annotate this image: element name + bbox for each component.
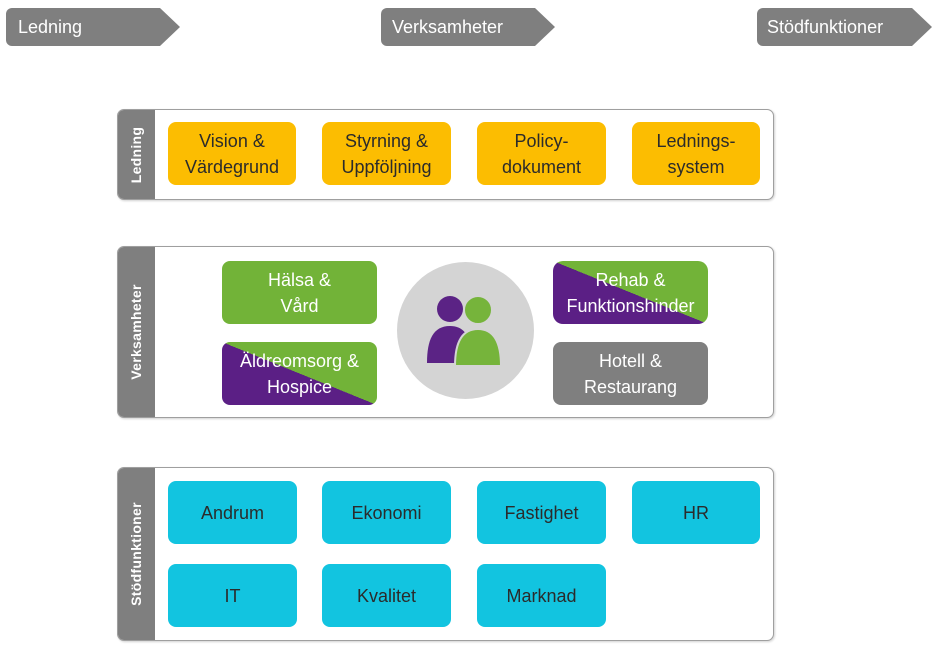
box-label: HR bbox=[683, 502, 709, 523]
box-policydokument[interactable]: Policy- dokument bbox=[477, 122, 606, 185]
nav-arrow-label: Stödfunktioner bbox=[767, 17, 884, 37]
box-hotell-restaurang[interactable]: Hotell & Restaurang bbox=[553, 342, 708, 405]
box-label: Ekonomi bbox=[351, 502, 422, 523]
nav-arrow-label: Ledning bbox=[18, 17, 83, 37]
box-label: Rehab & Funktionshinder bbox=[566, 269, 695, 316]
section-strip: Ledning bbox=[118, 110, 155, 199]
box-halsa-vard[interactable]: Hälsa & Vård bbox=[222, 261, 377, 324]
box-styrning-uppfoljning[interactable]: Styrning & Uppföljning bbox=[322, 122, 451, 185]
box-aldreomsorg-hospice[interactable]: Äldreomsorg & Hospice bbox=[222, 342, 377, 405]
box-label: Policy- dokument bbox=[501, 130, 582, 177]
nav-arrow-verksamheter[interactable]: Verksamheter bbox=[381, 8, 555, 46]
box-label: Lednings- system bbox=[656, 130, 736, 177]
box-label: Andrum bbox=[200, 502, 265, 523]
nav-arrow-stodfunktioner[interactable]: Stödfunktioner bbox=[757, 8, 932, 46]
box-label: Hotell & Restaurang bbox=[583, 350, 678, 397]
box-hr[interactable]: HR bbox=[632, 481, 760, 544]
box-label: Hälsa & Vård bbox=[267, 269, 332, 316]
box-ekonomi[interactable]: Ekonomi bbox=[322, 481, 451, 544]
section-strip: Stödfunktioner bbox=[118, 468, 155, 640]
section-label-verksamheter: Verksamheter bbox=[128, 284, 144, 380]
box-andrum[interactable]: Andrum bbox=[168, 481, 297, 544]
box-it[interactable]: IT bbox=[168, 564, 297, 627]
box-rehab-funktionshinder[interactable]: Rehab & Funktionshinder bbox=[553, 261, 708, 324]
box-kvalitet[interactable]: Kvalitet bbox=[322, 564, 451, 627]
box-ledningssystem[interactable]: Lednings- system bbox=[632, 122, 760, 185]
box-marknad[interactable]: Marknad bbox=[477, 564, 606, 627]
box-label: Fastighet bbox=[504, 502, 579, 523]
box-label: Styrning & Uppföljning bbox=[341, 130, 432, 177]
box-label: Marknad bbox=[506, 585, 577, 606]
box-label: Kvalitet bbox=[356, 585, 417, 606]
box-label: IT bbox=[224, 585, 241, 606]
box-vision-vardegrund[interactable]: Vision & Värdegrund bbox=[168, 122, 296, 185]
section-label-stodfunktioner: Stödfunktioner bbox=[128, 502, 144, 606]
nav-arrow-ledning[interactable]: Ledning bbox=[6, 8, 180, 46]
section-strip: Verksamheter bbox=[118, 247, 155, 417]
people-icon bbox=[427, 295, 503, 367]
section-label-ledning: Ledning bbox=[128, 126, 144, 183]
box-label: Äldreomsorg & Hospice bbox=[239, 350, 360, 397]
box-fastighet[interactable]: Fastighet bbox=[477, 481, 606, 544]
nav-arrow-label: Verksamheter bbox=[392, 17, 504, 37]
box-label: Vision & Värdegrund bbox=[184, 130, 280, 177]
center-circle bbox=[397, 262, 534, 399]
